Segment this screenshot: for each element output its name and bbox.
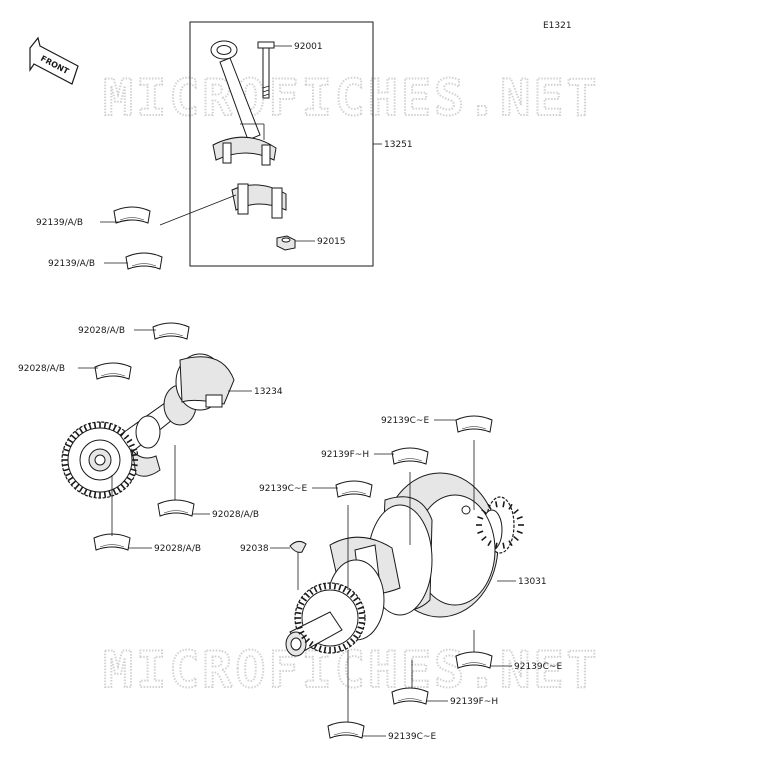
label-13234: 13234 (254, 387, 283, 397)
label-92028ab-2: 92028/A/B (18, 364, 65, 374)
conrod-bearing-shell-1 (113, 206, 151, 224)
label-92139ce-2: 92139C~E (259, 484, 307, 494)
watermark-bottom: MICROFICHES.NET (103, 641, 600, 699)
label-13031: 13031 (518, 577, 547, 587)
connecting-rod (210, 40, 277, 166)
conrod-nut (276, 235, 296, 251)
balancer-bearing-shell-1 (152, 322, 190, 340)
balancer-bearing-shell-3 (157, 499, 195, 517)
label-92139fh-1: 92139F~H (321, 450, 369, 460)
crankshaft (285, 472, 515, 657)
label-92015: 92015 (317, 237, 346, 247)
balancer-shaft (61, 353, 235, 499)
crank-bearing-shell-3 (335, 480, 373, 498)
label-92139ab-2: 92139/A/B (48, 259, 95, 269)
label-92139ce-1: 92139C~E (381, 416, 429, 426)
label-13251: 13251 (384, 140, 413, 150)
watermark-top: MICROFICHES.NET (103, 69, 600, 127)
conrod-bolt (257, 41, 275, 99)
crank-bearing-shell-5 (391, 687, 429, 705)
label-92038: 92038 (240, 544, 269, 554)
crank-bearing-shell-1 (455, 415, 493, 433)
label-92028ab-4: 92028/A/B (154, 544, 201, 554)
crank-rear-gear-teeth (476, 501, 524, 549)
label-92028ab-1: 92028/A/B (78, 326, 125, 336)
crank-bearing-shell-2 (391, 447, 429, 465)
conrod-cap (231, 183, 287, 219)
label-92001: 92001 (294, 42, 323, 52)
front-arrow-icon: FRONT (29, 36, 79, 85)
crankshaft-key (289, 540, 307, 553)
crank-gear-teeth (295, 583, 365, 653)
label-92139ab-1: 92139/A/B (36, 218, 83, 228)
conrod-bearing-shell-2 (125, 252, 163, 270)
balancer-gear-teeth (62, 422, 138, 498)
label-92139ce-3: 92139C~E (514, 662, 562, 672)
balancer-bearing-shell-2 (94, 362, 132, 380)
label-92028ab-3: 92028/A/B (212, 510, 259, 520)
label-92139fh-2: 92139F~H (450, 697, 498, 707)
diagram-code: E1321 (543, 21, 572, 31)
crank-bearing-shell-6 (327, 721, 365, 739)
balancer-bearing-shell-4 (93, 533, 131, 551)
label-92139ce-4: 92139C~E (388, 732, 436, 742)
